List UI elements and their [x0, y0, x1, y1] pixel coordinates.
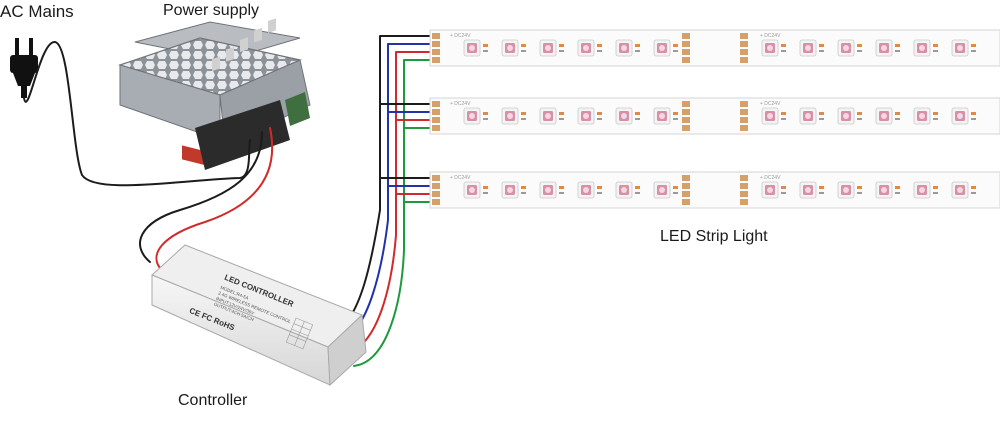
- controller-label: Controller: [178, 392, 248, 409]
- power-supply-unit: [118, 18, 311, 170]
- led-controller-box: LED CONTROLLER MODEL:R4-5A 2.4G WIRELESS…: [151, 244, 367, 387]
- strip-marking: + DC24V: [450, 33, 471, 39]
- strip-marking: + DC24V: [760, 101, 781, 107]
- led-strip: + DC24V + DC24V: [429, 29, 1000, 67]
- ac-mains-label: AC Mains: [0, 2, 74, 21]
- led-strip: + DC24V + DC24V: [429, 171, 1000, 209]
- led-strip-label: LED Strip Light: [660, 228, 768, 245]
- strip-marking: + DC24V: [760, 33, 781, 39]
- strip-marking: + DC24V: [450, 175, 471, 181]
- strip-marking: + DC24V: [450, 101, 471, 107]
- strip-marking: + DC24V: [760, 175, 781, 181]
- plug-icon: [10, 38, 38, 98]
- led-strip: + DC24V + DC24V: [429, 97, 1000, 135]
- power-supply-label: Power supply: [163, 2, 260, 19]
